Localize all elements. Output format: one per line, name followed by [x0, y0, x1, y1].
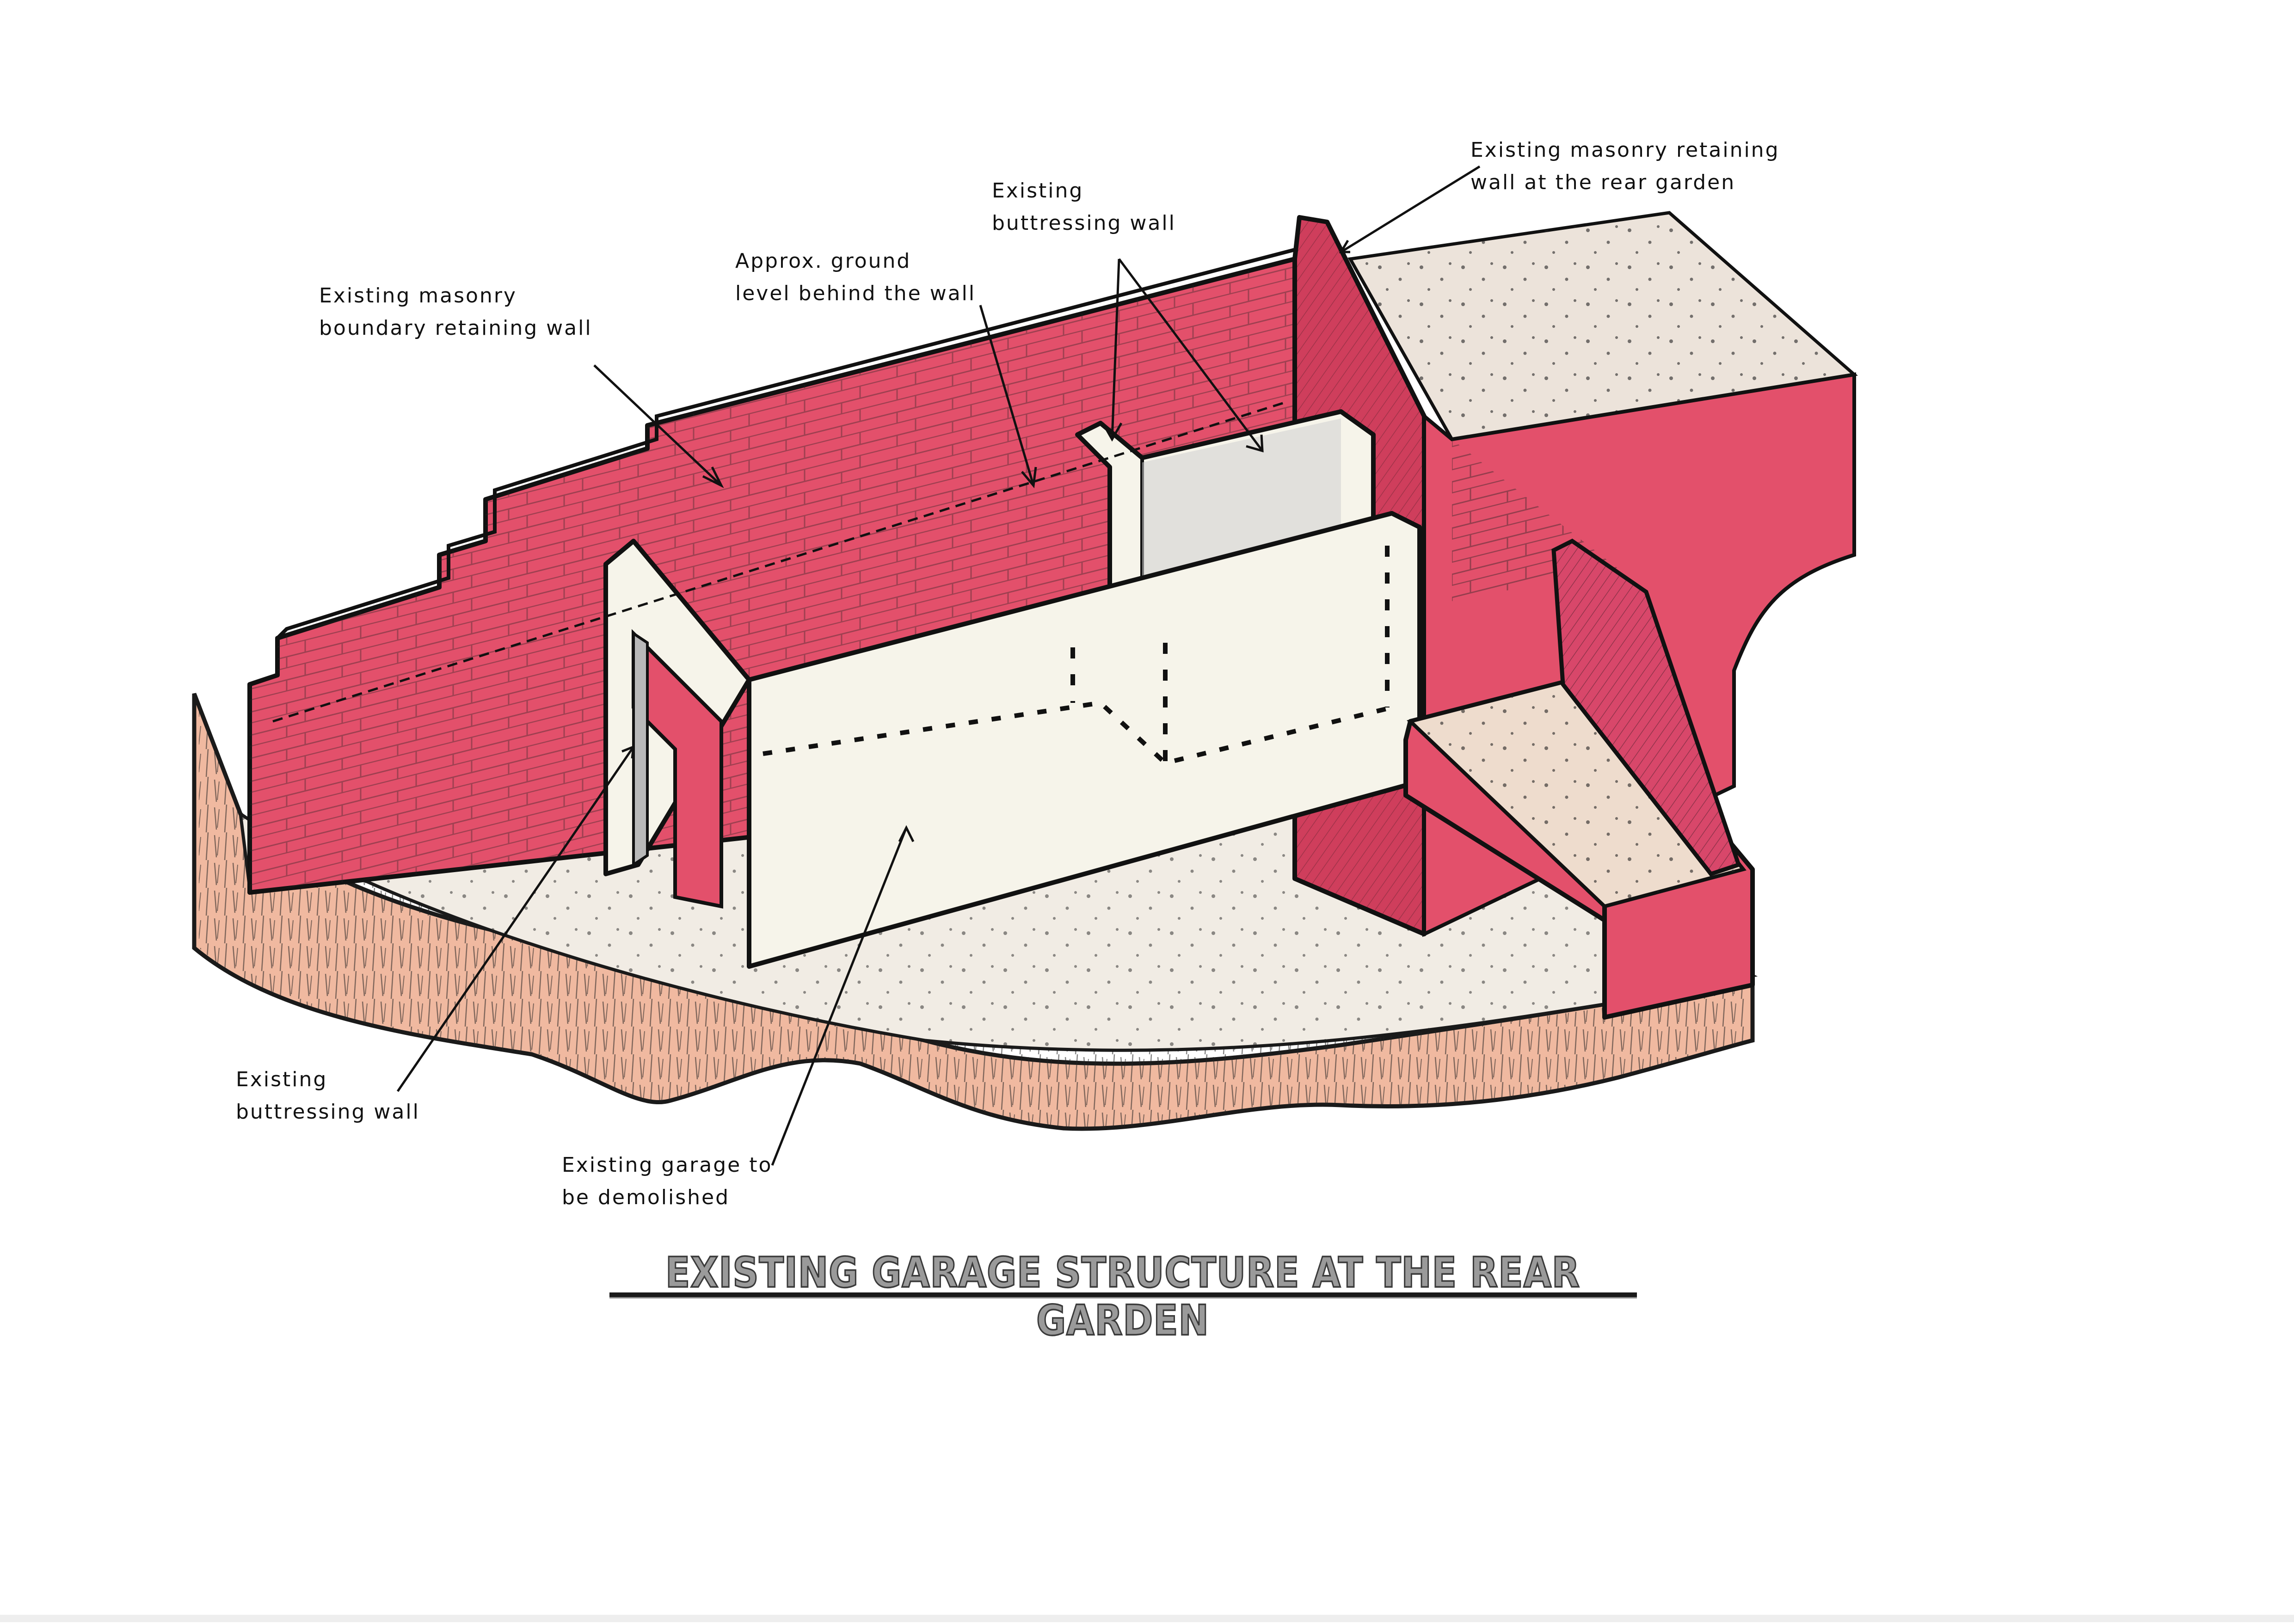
- annotation-garage: Existing garage to be demolished: [562, 1153, 773, 1209]
- annotation-buttressing-wall-top: Existing buttressing wall: [992, 179, 1176, 235]
- annotation-ground-level: Approx. ground level behind the wall: [735, 249, 976, 305]
- annotation-buttressing-wall-bottom: Existing buttressing wall: [236, 1068, 420, 1124]
- scan-edge: [0, 1615, 2294, 1622]
- drawing-title: EXISTING GARAGE STRUCTURE AT THE REAR GA…: [664, 1249, 1580, 1346]
- title-underline: [609, 1292, 1637, 1298]
- leader-lines: [396, 165, 1481, 1166]
- annotation-boundary-wall: Existing masonry boundary retaining wall: [319, 284, 592, 340]
- annotation-rear-garden-wall: Existing masonry retaining wall at the r…: [1470, 138, 1780, 194]
